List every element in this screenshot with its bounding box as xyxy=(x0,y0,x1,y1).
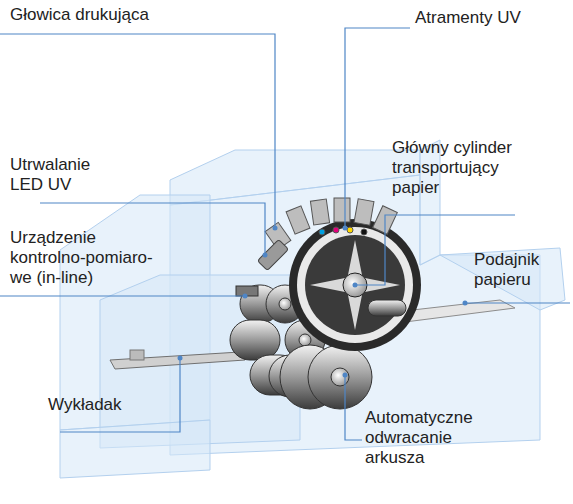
led-uv-unit xyxy=(257,239,288,270)
part-label: Automatyczne odwracanie arkusza xyxy=(365,408,485,468)
print-heads xyxy=(265,198,397,250)
leader-lines xyxy=(0,28,570,440)
leader-dots xyxy=(178,226,468,378)
part-label: Utrwalanie LED UV xyxy=(10,155,110,195)
delivery-stop xyxy=(130,350,144,360)
part-label: Główny cylinder transportujący papier xyxy=(392,138,527,198)
machine-body xyxy=(60,140,565,478)
part-label: Atramenty UV xyxy=(415,8,521,28)
part-label: Urządzenie kontrolno-pomiaro- we (in-lin… xyxy=(10,228,160,288)
part-label: Podajnik papieru xyxy=(474,250,564,290)
part-label: Głowica drukująca xyxy=(10,5,149,25)
main-cylinder xyxy=(289,219,421,351)
part-label: Wykładak xyxy=(48,395,122,415)
